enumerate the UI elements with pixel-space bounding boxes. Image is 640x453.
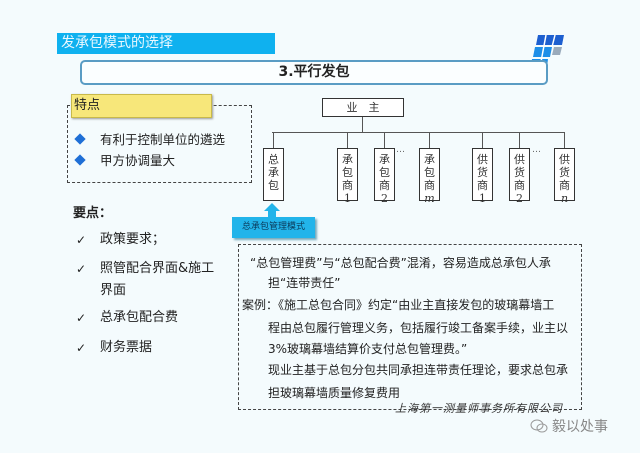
node-char: 供 xyxy=(559,153,570,166)
node-char: 商 xyxy=(424,179,435,192)
ellipsis: … xyxy=(532,145,541,155)
check-icon: ✓ xyxy=(76,341,87,355)
node-char: 货 xyxy=(514,166,525,179)
node-char: 货 xyxy=(477,166,488,179)
connector xyxy=(362,117,363,132)
node-char: 包 xyxy=(342,166,353,179)
key-point-text: 总承包配合费 xyxy=(100,310,179,325)
check-icon: ✓ xyxy=(76,311,87,325)
wechat-icon xyxy=(530,419,548,433)
up-arrow-stem xyxy=(268,210,276,218)
key-point-text: 财务票据 xyxy=(100,340,153,355)
node-char: 承 xyxy=(379,153,390,166)
node-char: 承 xyxy=(268,166,279,179)
connector xyxy=(384,132,385,148)
connector xyxy=(519,132,520,148)
case-line: 案例：《施工总包合同》约定“由业主直接发包的玻璃幕墙工 xyxy=(242,298,555,312)
node-char: 承 xyxy=(342,153,353,166)
case-line: 3%玻璃幕墙结算价支付总包管理费。” xyxy=(268,342,468,356)
node-char: 包 xyxy=(268,179,279,192)
connector xyxy=(273,132,274,148)
node-char: n xyxy=(560,192,569,205)
case-line: “总包管理费”与“总包配合费”混淆，容易造成总承包人承 xyxy=(250,256,551,270)
node-char: 商 xyxy=(559,179,570,192)
node-char: 商 xyxy=(514,179,525,192)
key-point-item: ✓ 总承包配合费 xyxy=(76,307,178,329)
connector xyxy=(347,132,348,148)
node-char: 货 xyxy=(559,166,570,179)
diamond-bullet-icon xyxy=(74,153,86,166)
key-point-item: ✓ 财务票据 xyxy=(76,337,152,359)
node-char: 供 xyxy=(477,153,488,166)
connector xyxy=(482,132,483,148)
node-char: 2 xyxy=(516,192,523,205)
case-line: 程由总包履行管理义务，包括履行竣工备案手续，业主以 xyxy=(268,321,569,335)
node-char: 商 xyxy=(342,179,353,192)
watermark-text: 毅以处事 xyxy=(552,419,608,435)
connector xyxy=(564,132,565,148)
connector xyxy=(429,132,430,148)
watermark: 毅以处事 xyxy=(530,416,608,436)
case-line: 担玻璃幕墙质量修复费用 xyxy=(268,386,401,400)
node-char: 2 xyxy=(381,192,388,205)
node-char: 供 xyxy=(514,153,525,166)
general-contract-mode-button[interactable]: 总承包管理模式 xyxy=(232,217,315,238)
slide-title: 发承包模式的选择 xyxy=(57,33,275,54)
feature-item: 甲方协调量大 xyxy=(74,150,176,169)
feature-text: 甲方协调量大 xyxy=(100,153,176,168)
connector xyxy=(272,132,564,133)
case-box xyxy=(238,244,582,410)
node-char: 承 xyxy=(424,153,435,166)
feature-text: 有利于控制单位的遴选 xyxy=(100,132,226,147)
check-icon: ✓ xyxy=(76,262,87,276)
node-char: 总 xyxy=(268,153,279,166)
key-point-text: 政策要求； xyxy=(100,232,166,247)
key-point-item: ✓ 政策要求； xyxy=(76,229,165,251)
case-line: 现业主基于总包分包共同承担连带责任理论，要求总包承 xyxy=(268,363,569,377)
case-line: 担“连带责任” xyxy=(268,276,341,290)
diagram-node: 总承包 xyxy=(263,148,284,201)
node-char: 包 xyxy=(379,166,390,179)
check-icon: ✓ xyxy=(76,233,87,247)
diamond-bullet-icon xyxy=(74,132,86,145)
node-char: 包 xyxy=(424,166,435,179)
node-char: m xyxy=(424,192,435,205)
feature-item: 有利于控制单位的遴选 xyxy=(74,129,226,148)
owner-node: 业 主 xyxy=(322,98,404,117)
signature: 上海第一测量师事务所有限公司 xyxy=(395,402,563,415)
node-char: 商 xyxy=(379,179,390,192)
features-label: 特点 xyxy=(71,94,212,118)
ellipsis: … xyxy=(396,145,405,155)
node-char: 1 xyxy=(479,192,486,205)
node-char: 1 xyxy=(344,192,351,205)
key-point-text: 照管配合界面&施工界面 xyxy=(100,261,215,298)
section-heading: 3.平行发包 xyxy=(80,60,548,85)
key-points-title: 要点： xyxy=(73,206,113,221)
up-arrow-icon xyxy=(264,203,280,211)
key-point-item: ✓ 照管配合界面&施工界面 xyxy=(76,258,214,302)
node-char: 商 xyxy=(477,179,488,192)
